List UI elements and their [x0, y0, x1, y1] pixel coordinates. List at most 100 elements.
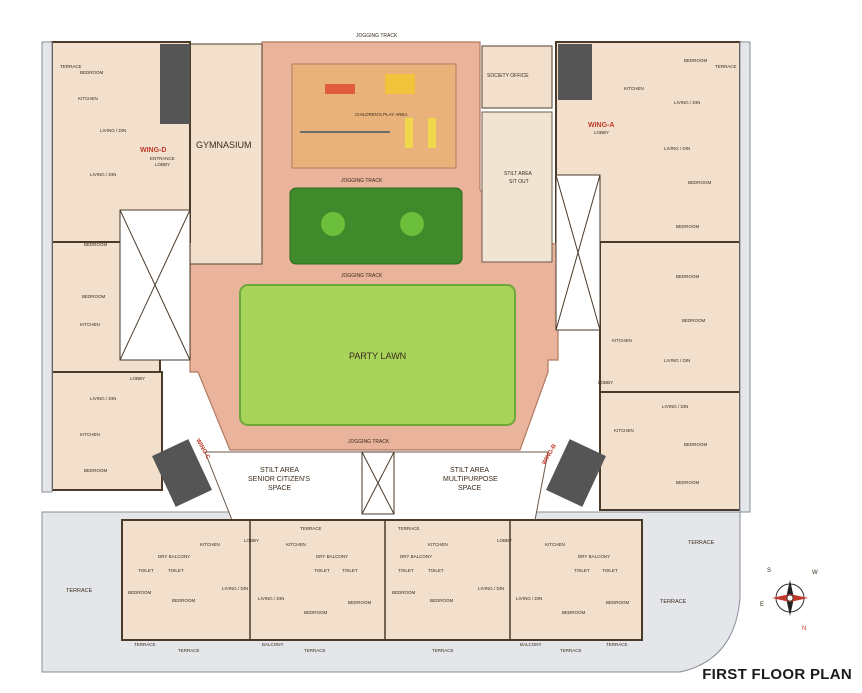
label-toilet: TOILET: [574, 568, 590, 573]
label-stilt-multi: STILT AREA: [450, 467, 489, 474]
label-dry-balcony: DRY BALCONY: [578, 554, 610, 559]
stilt-divider: [361, 451, 395, 515]
label-jogging-track: JOGGING TRACK: [348, 439, 390, 445]
label-living-din: LIVING / DIN: [258, 596, 284, 601]
gymnasium-area: [189, 43, 263, 265]
label-lobby: LOBBY: [594, 130, 609, 135]
label-living-din: LIVING / DIN: [90, 172, 116, 177]
terrace-strip: [41, 41, 53, 493]
label-stilt-senior: SENIOR CITIZEN'S: [248, 476, 310, 483]
party-lawn: [239, 284, 516, 426]
compass-s: S: [767, 568, 771, 574]
label-gymnasium: GYMNASIUM: [196, 140, 252, 150]
label-kitchen: KITCHEN: [200, 542, 220, 547]
label-bedroom: BEDROOM: [430, 598, 454, 603]
label-bedroom: BEDROOM: [684, 442, 708, 447]
compass-n: N: [802, 626, 806, 632]
label-terrace: TERRACE: [178, 648, 200, 653]
wing-a-block: [599, 241, 741, 393]
play-equipment: [428, 118, 436, 148]
label-kitchen: KITCHEN: [545, 542, 565, 547]
label-kitchen: KITCHEN: [80, 432, 100, 437]
label-terrace: TERRACE: [606, 642, 628, 647]
bottom-units: [121, 519, 643, 641]
label-balcony: BALCONY: [520, 642, 542, 647]
wing-c-block: [51, 371, 163, 491]
void-cross: [555, 174, 601, 331]
label-kitchen: KITCHEN: [80, 322, 100, 327]
label-lobby: LOBBY: [130, 376, 145, 381]
label-lobby: LOBBY: [244, 538, 259, 543]
terrace-strip: [739, 41, 751, 513]
label-lobby: LOBBY: [497, 538, 512, 543]
label-toilet: TOILET: [342, 568, 358, 573]
label-bedroom: BEDROOM: [682, 318, 706, 323]
label-bedroom: BEDROOM: [304, 610, 328, 615]
label-kitchen: KITCHEN: [286, 542, 306, 547]
label-dry-balcony: DRY BALCONY: [400, 554, 432, 559]
label-living-din: LIVING / DIN: [664, 146, 690, 151]
label-stilt-sitout: SIT OUT: [509, 179, 529, 185]
stilt-sitout: [481, 111, 553, 263]
label-entrance-lobby: ENTRANCE: [150, 156, 175, 161]
label-living-din: LIVING / DIN: [662, 404, 688, 409]
society-office: [481, 45, 553, 109]
label-jogging-track: JOGGING TRACK: [341, 178, 383, 184]
compass-e: E: [760, 602, 764, 608]
play-equipment: [405, 118, 413, 148]
label-kitchen: KITCHEN: [612, 338, 632, 343]
label-toilet: TOILET: [398, 568, 414, 573]
label-living-din: LIVING / DIN: [674, 100, 700, 105]
label-stilt-senior: SPACE: [268, 485, 292, 492]
label-wing-d: WING-D: [140, 147, 166, 154]
label-entrance-lobby: LOBBY: [155, 162, 170, 167]
label-toilet: TOILET: [602, 568, 618, 573]
label-bedroom: BEDROOM: [676, 480, 700, 485]
label-kitchen: KITCHEN: [624, 86, 644, 91]
label-society-office: SOCIETY OFFICE: [487, 73, 529, 79]
label-stilt-sitout: STILT AREA: [504, 171, 533, 177]
label-balcony: BALCONY: [262, 642, 284, 647]
label-toilet: TOILET: [428, 568, 444, 573]
page-title: FIRST FLOOR PLAN: [702, 666, 852, 683]
label-living-din: LIVING / DIN: [90, 396, 116, 401]
label-toilet: TOILET: [138, 568, 154, 573]
label-lobby: LOBBY: [598, 380, 613, 385]
label-terrace: TERRACE: [688, 540, 715, 546]
label-dry-balcony: DRY BALCONY: [316, 554, 348, 559]
staircase: [546, 439, 606, 507]
label-terrace: TERRACE: [304, 648, 326, 653]
compass-icon: [772, 580, 808, 616]
play-equipment: [325, 84, 355, 94]
label-stilt-multi: SPACE: [458, 485, 482, 492]
label-terrace: TERRACE: [60, 64, 82, 69]
label-terrace: TERRACE: [66, 588, 93, 594]
play-area: [291, 63, 457, 169]
label-toilet: TOILET: [168, 568, 184, 573]
label-living-din: LIVING / DIN: [100, 128, 126, 133]
label-bedroom: BEDROOM: [84, 242, 108, 247]
void-cross: [119, 209, 191, 361]
label-jogging-track: JOGGING TRACK: [356, 33, 398, 39]
wing-b-block: [599, 391, 741, 511]
label-terrace: TERRACE: [134, 642, 156, 647]
label-terrace: TERRACE: [715, 64, 737, 69]
label-stilt-senior: STILT AREA: [260, 467, 299, 474]
label-party-lawn: PARTY LAWN: [349, 351, 406, 361]
stilt-divider: [361, 451, 395, 515]
label-living-din: LIVING / DIN: [478, 586, 504, 591]
label-kitchen: KITCHEN: [614, 428, 634, 433]
label-wing-a: WING-A: [588, 122, 614, 129]
label-childrens-play: CHILDREN'S PLAY AREA: [355, 112, 407, 117]
label-bedroom: BEDROOM: [172, 598, 196, 603]
compass-w: W: [812, 570, 818, 576]
label-bedroom: BEDROOM: [676, 274, 700, 279]
label-terrace: TERRACE: [398, 526, 420, 531]
label-terrace: TERRACE: [560, 648, 582, 653]
palm-tree: [321, 212, 345, 236]
label-kitchen: KITCHEN: [78, 96, 98, 101]
palm-tree: [400, 212, 424, 236]
label-toilet: TOILET: [314, 568, 330, 573]
label-dry-balcony: DRY BALCONY: [158, 554, 190, 559]
